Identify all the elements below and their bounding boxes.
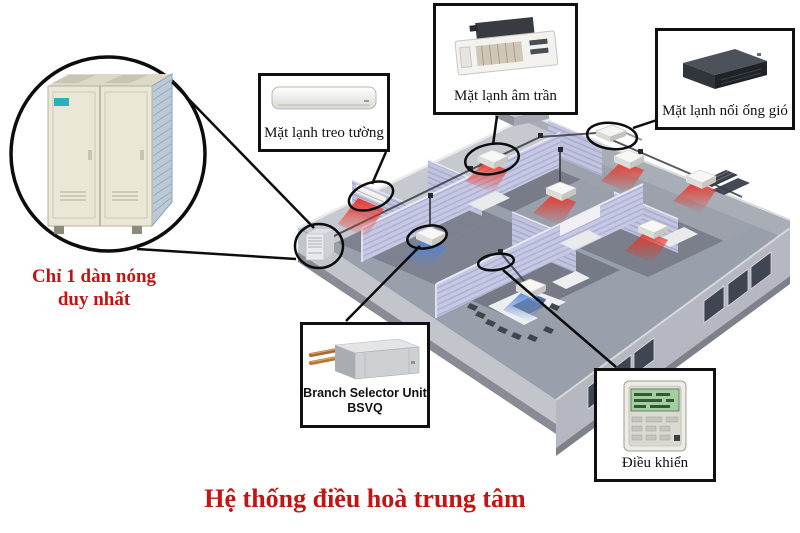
ellipse-ducted-unit	[585, 121, 639, 151]
outdoor-unit-small	[305, 229, 334, 261]
ceiling-cassette-label: Mặt lạnh âm trần	[454, 88, 557, 105]
office-furniture	[467, 170, 750, 342]
ellipse-branch-selector	[406, 224, 448, 250]
brand-logo-mark	[54, 98, 69, 106]
connector-lines	[136, 81, 658, 368]
branch-selector-label-line1: Branch Selector Unit	[303, 385, 427, 400]
outdoor-unit-note-line2: duy nhất	[57, 288, 131, 310]
outdoor-unit-note: Chỉ 1 dàn nóng duy nhất	[8, 266, 180, 312]
page-title: Hệ thống điều hoà trung tâm	[204, 484, 526, 513]
callout-ceiling-cassette-unit: Mặt lạnh âm trần	[433, 3, 578, 115]
refrigerant-pipes	[325, 132, 743, 282]
controller-label: Điều khiển	[621, 455, 689, 472]
controller-image	[623, 380, 687, 452]
callout-controller: Điều khiển	[594, 368, 716, 482]
ceiling-cassette-unit-image	[454, 17, 558, 76]
callout-wall-mounted-unit: Mặt lạnh treo tường	[258, 73, 390, 152]
ellipse-controller-spot	[476, 252, 516, 272]
wall-mounted-unit-image	[271, 86, 377, 110]
callout-branch-selector-unit: Branch Selector Unit BSVQ	[300, 322, 430, 428]
highlight-ellipses	[293, 121, 639, 272]
ellipse-cassette-unit	[463, 142, 521, 176]
branch-selector-label-line2: BSVQ	[347, 401, 383, 416]
outdoor-unit-large-image	[47, 73, 173, 234]
outdoor-unit-callout-circle	[9, 55, 207, 253]
callout-ducted-unit: Mặt lạnh nối ống gió	[655, 28, 795, 130]
ellipse-outdoor-unit	[293, 222, 345, 270]
branch-selector-unit-image	[309, 338, 420, 380]
ducted-unit-ceiling	[595, 124, 643, 142]
wall-mounted-label: Mặt lạnh treo tường	[264, 125, 384, 142]
ducted-unit-image	[683, 49, 767, 89]
ducted-unit-label: Mặt lạnh nối ống gió	[662, 103, 788, 120]
branch-selector-label: Branch Selector Unit BSVQ	[303, 386, 427, 417]
ellipse-wall-unit	[347, 180, 395, 212]
outdoor-unit-note-line1: Chỉ 1 dàn nóng	[31, 266, 157, 287]
